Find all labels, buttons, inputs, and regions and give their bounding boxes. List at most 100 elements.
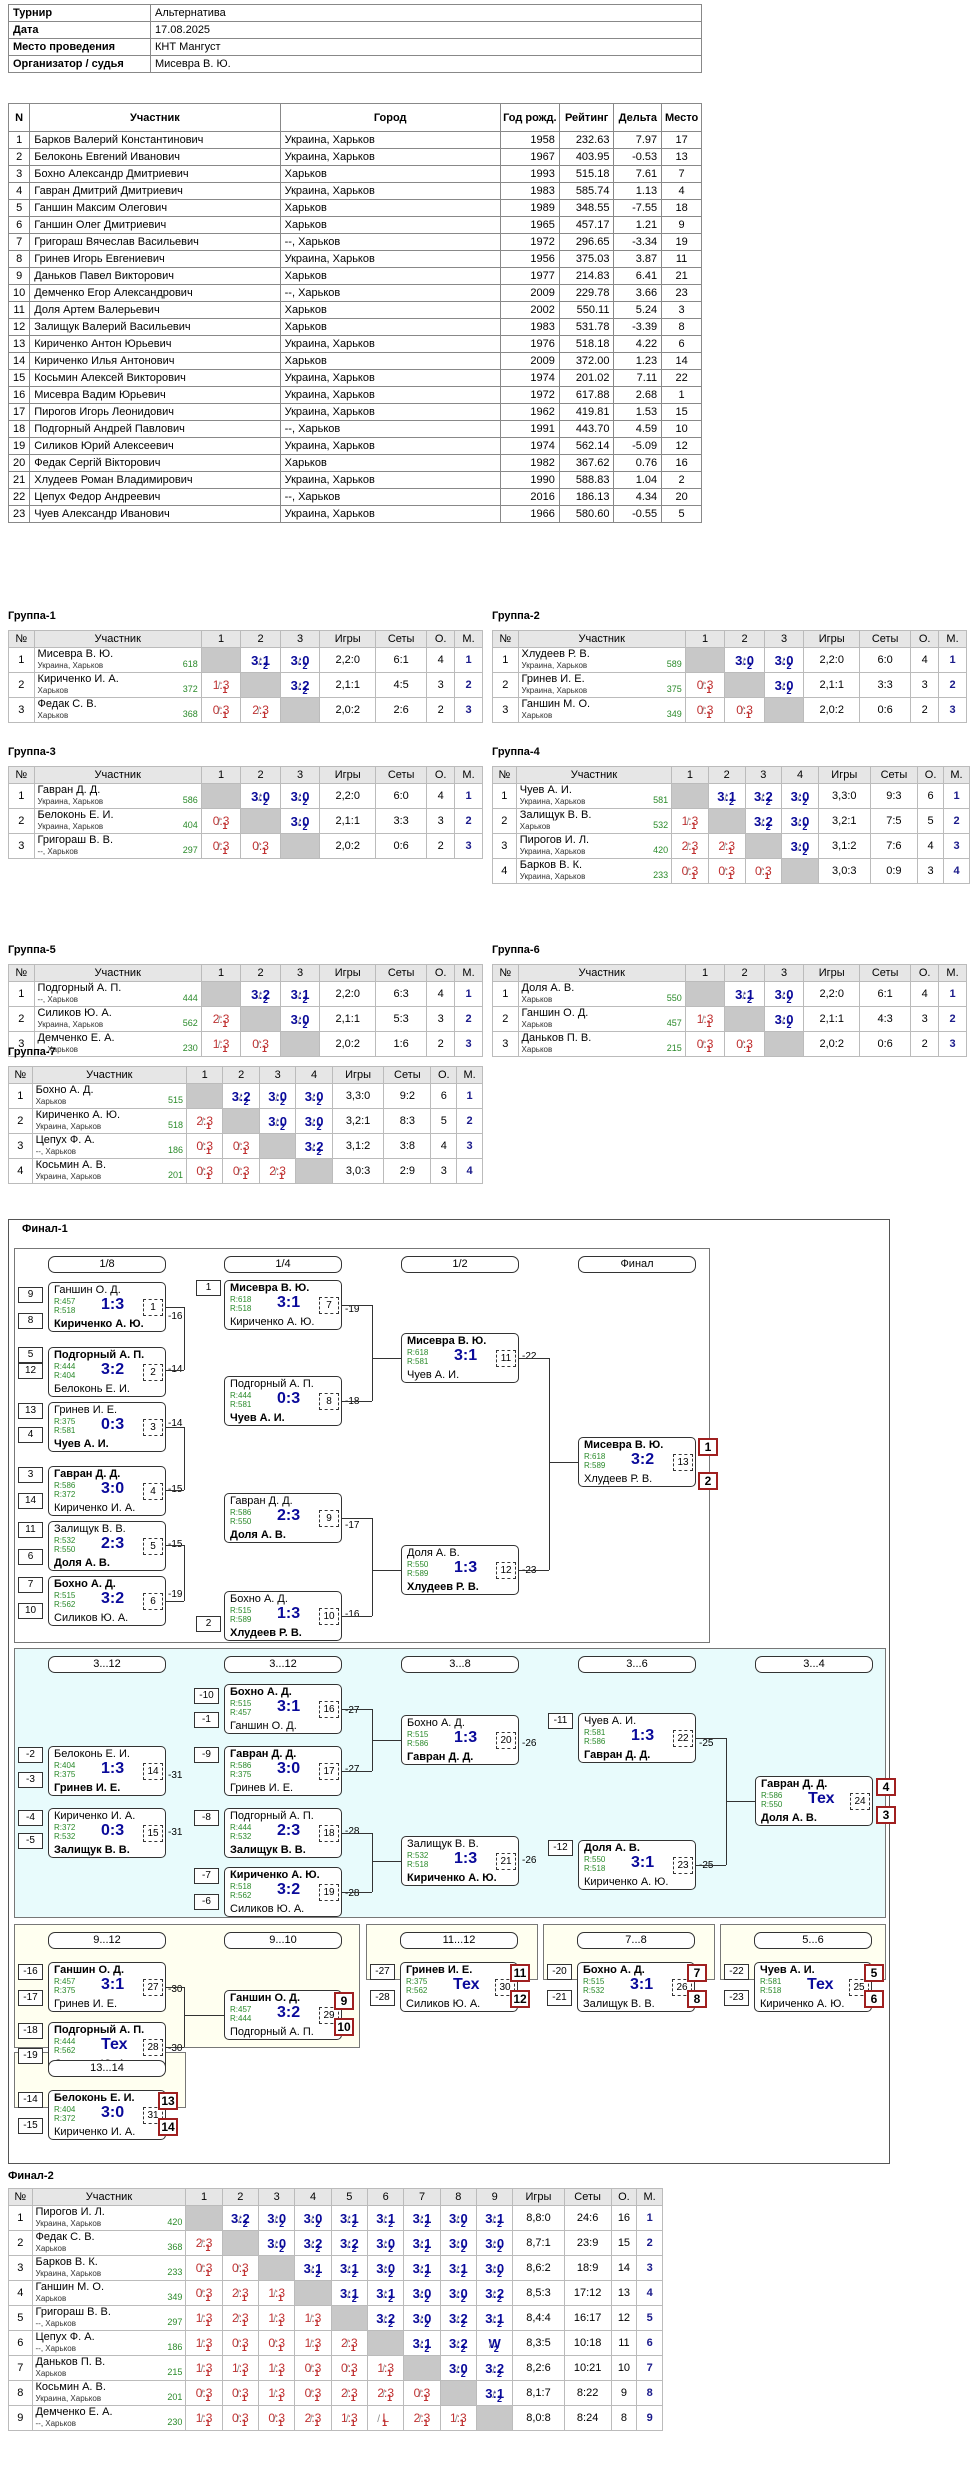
match-number: 31: [143, 2107, 163, 2124]
result-cell: 2:3/1: [185, 2230, 223, 2256]
score-points: 2: [315, 2218, 321, 2229]
result-cell: 3:0/2: [258, 1083, 297, 1109]
round-header: 11...12: [400, 1932, 518, 1949]
score-points: 2: [388, 2268, 394, 2279]
participant-name: Хлудеев Р. В.: [521, 648, 590, 660]
bracket-rating: R:618: [584, 1452, 606, 1461]
result-cell: 0:3/1: [724, 697, 765, 723]
participant-cell: 16: [661, 454, 702, 472]
participant-name: Доля А. В.: [521, 982, 575, 994]
participant-cell: 6: [661, 335, 702, 353]
result-cell: 3:1/2: [330, 2255, 369, 2281]
bracket-score: 3:2: [277, 2004, 301, 2021]
seed-box: 9: [18, 1287, 43, 1303]
seed-box: 3: [18, 1467, 43, 1483]
games: 2,1:1: [319, 1006, 377, 1032]
participant-cell: 23: [7, 505, 31, 523]
match-number: 7: [319, 1297, 339, 1314]
sets: 2:6: [375, 697, 428, 723]
participant-city: Украина, Харьков: [521, 661, 588, 670]
score-slash: /: [200, 2264, 204, 2275]
bracket-rating: R:589: [230, 1615, 252, 1624]
bracket-rating: R:618: [407, 1348, 429, 1357]
participant-cell: 3.66: [613, 284, 663, 302]
result-cell: 0:3/1: [200, 697, 242, 723]
result-cell: 3:2/2: [279, 672, 321, 698]
participant-cell: -0.53: [613, 148, 663, 166]
place: 4: [636, 2280, 663, 2306]
group-col-header: Игры: [319, 630, 377, 648]
score-points: 2: [424, 2318, 430, 2329]
score-value: 3:0: [790, 813, 810, 829]
match-number: 17: [319, 1763, 339, 1780]
match-score: 3:1/2: [413, 2261, 432, 2279]
score-value: 3:1: [290, 986, 310, 1002]
match-score: 1:3/1: [213, 1037, 230, 1054]
seed-box: -5: [18, 1833, 43, 1849]
row-number: 1: [492, 647, 519, 673]
match-score: 3:0/2: [376, 2261, 395, 2279]
bracket-player: Чуев А. И.: [54, 1438, 109, 1450]
match-score: 1:3/1: [377, 2361, 394, 2378]
group-col-header: М.: [938, 630, 967, 648]
match-score: W/2: [489, 2336, 501, 2354]
group-col-header: 3: [279, 766, 321, 784]
sets: 9:2: [383, 1083, 432, 1109]
group-col-header: Участник: [515, 766, 673, 784]
score-points: 1: [423, 2418, 429, 2428]
participant-cell: Косьмин Алексей Викторович: [29, 369, 281, 387]
participant-cell: 22: [661, 369, 702, 387]
place: 4: [456, 1158, 483, 1184]
bracket-line: [166, 1987, 184, 1988]
participant-name: Федак С. В.: [35, 2231, 95, 2243]
result-cell: [294, 2280, 332, 2306]
match-score: 0:3/1: [755, 864, 772, 881]
bracket-score: 3:1: [277, 1698, 301, 1715]
sets: 3:3: [859, 672, 912, 698]
result-cell: [367, 2330, 405, 2356]
score-value: 3:1: [412, 2210, 432, 2226]
games: 3,0:3: [817, 858, 871, 884]
bracket-rating: R:518: [54, 1306, 76, 1315]
bracket-rating: R:532: [230, 1832, 252, 1841]
result-cell: [279, 697, 321, 723]
score-value: 3:0: [412, 2285, 432, 2301]
bracket-player: Гринев И. Е.: [230, 1782, 294, 1794]
place: 2: [454, 672, 483, 698]
result-cell: 3:0/2: [367, 2230, 405, 2256]
participant-cell: 1965: [499, 216, 560, 234]
participant-cell: 443.70: [558, 420, 615, 438]
result-cell: 0:3/1: [240, 1031, 281, 1057]
participant-cell: 5: [7, 199, 31, 217]
match-score: 0:3/1: [252, 1037, 269, 1054]
sets: 7:5: [869, 808, 919, 834]
sets: 8:22: [563, 2380, 612, 2406]
match-score: 1:3/1: [450, 2411, 467, 2428]
score-points: 1: [314, 2343, 320, 2353]
bracket-rating: R:457: [54, 1297, 76, 1306]
participant-cell: 562.14: [558, 437, 615, 455]
place: 3: [938, 697, 967, 723]
sets: 6:3: [375, 981, 428, 1007]
result-cell: 3:1/2: [475, 2305, 514, 2331]
match-score: 3:0/2: [305, 1089, 324, 1107]
result-cell: 1:3/1: [200, 672, 242, 698]
result-cell: 1:3/1: [367, 2355, 405, 2381]
result-cell: 3:2/2: [744, 783, 783, 809]
participant-name: Ганшин М. О.: [521, 698, 591, 710]
result-cell: 0:3/1: [221, 2255, 260, 2281]
participant-cell: 550.11: [558, 301, 615, 319]
score-value: 0:3: [696, 678, 714, 692]
round-header: Финал: [578, 1256, 696, 1273]
participant-cell: 8: [7, 250, 31, 268]
score-value: 0:3: [681, 864, 699, 878]
final1-frame: [8, 1219, 890, 2164]
participant-cell: 1982: [499, 454, 560, 472]
match-score: 3:1/2: [717, 789, 736, 807]
place: 2: [938, 1006, 967, 1032]
participant-cell: 1: [7, 131, 31, 149]
